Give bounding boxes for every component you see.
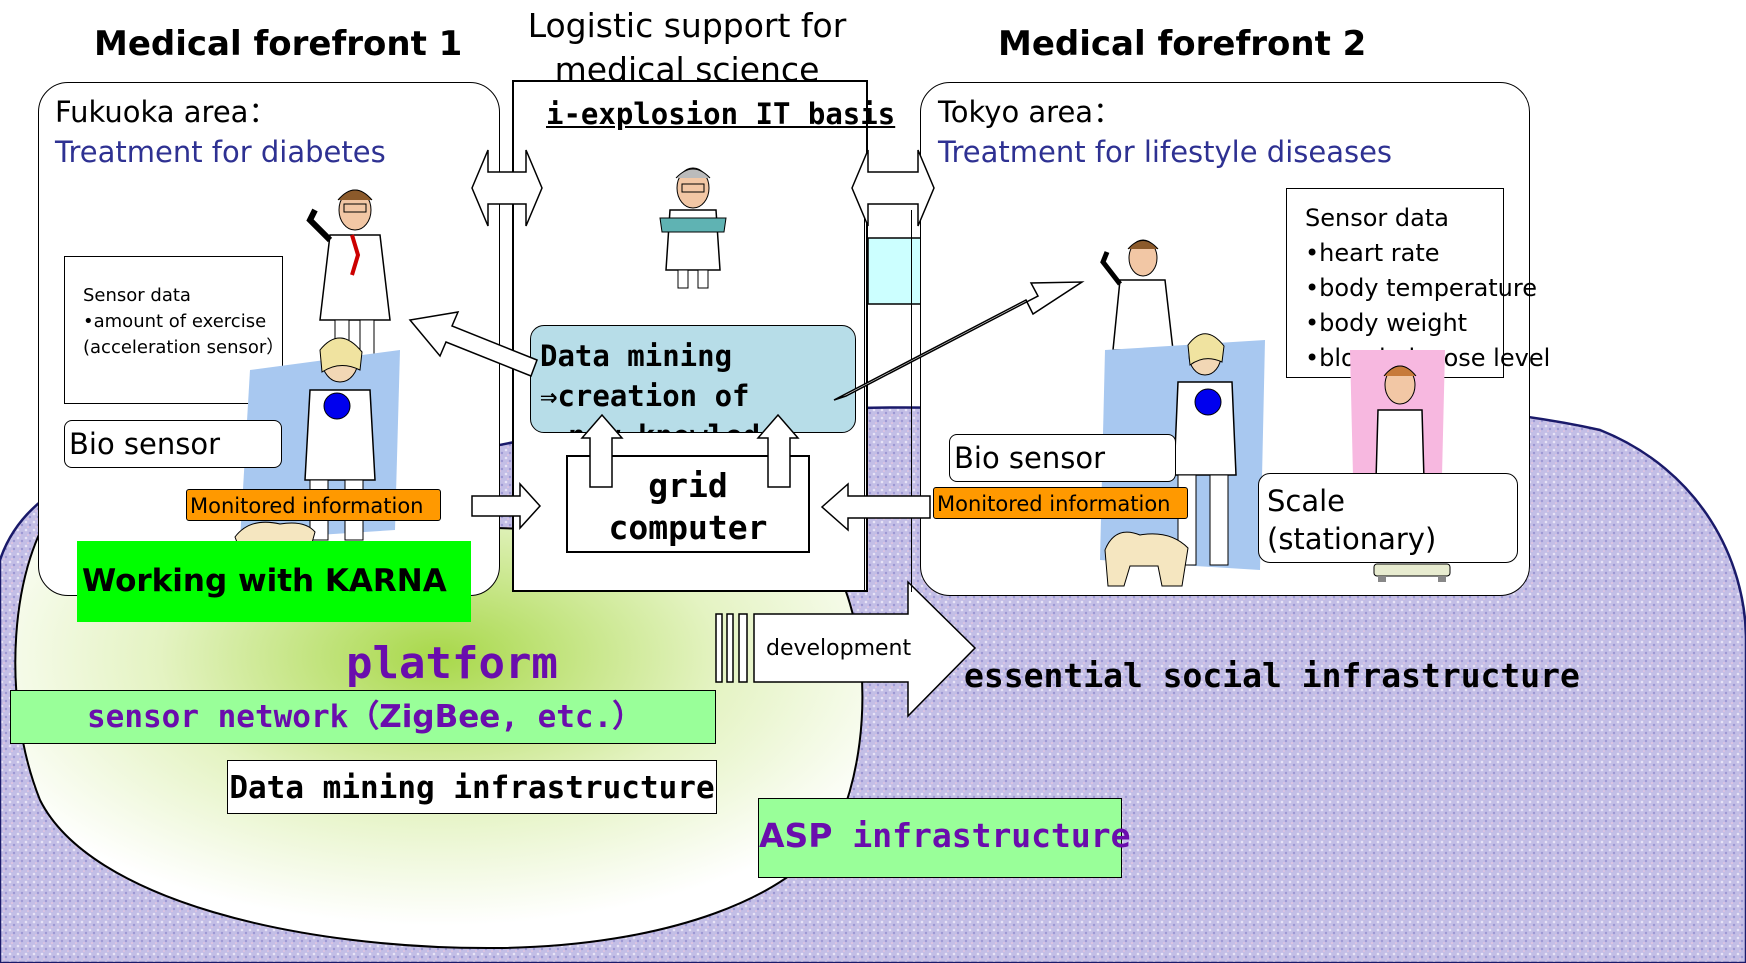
asp-infrastructure-box: ASP infrastructure — [758, 798, 1131, 878]
title-medical-forefront-2: Medical forefront 2 — [998, 24, 1367, 64]
sensor-network-box: sensor network（ZigBee, etc.） — [10, 690, 716, 744]
scale-icon — [1373, 563, 1451, 582]
professor-icon — [659, 167, 727, 289]
platform-label: platform — [346, 638, 558, 689]
left-sensor-item: •amount of exercise — [83, 311, 267, 332]
asp-text: ASP — [759, 816, 833, 855]
zigbee-text: ZigBee — [379, 699, 501, 735]
asp-infrastructure-text: infrastructure — [832, 816, 1131, 855]
left-sensor-data-box: Sensor data •amount of exercise (acceler… — [64, 256, 285, 404]
scale-line1: Scale — [1267, 484, 1346, 518]
sensor-network-text: sensor network（ — [87, 699, 380, 735]
title-logistic-support: Logistic support for medical science — [522, 4, 852, 92]
right-area-label: Tokyo area： — [938, 95, 1123, 129]
right-sensor-item: •body weight — [1305, 309, 1468, 337]
right-bio-sensor: Bio sensor — [949, 434, 1176, 482]
left-sensor-heading: Sensor data — [83, 285, 191, 306]
data-mining-line3: new knowledge — [540, 416, 855, 432]
title-medical-forefront-1: Medical forefront 1 — [94, 24, 463, 64]
right-area-text: Tokyo area： Treatment for lifestyle dise… — [938, 92, 1392, 172]
left-area-text: Fukuoka area： Treatment for diabetes — [55, 92, 386, 172]
data-mining-infrastructure-box: Data mining infrastructure — [227, 760, 717, 814]
data-mining-box: Data mining ⇒creation of new knowledge — [530, 325, 856, 433]
title-logistic-line1: Logistic support for — [527, 6, 847, 45]
essential-social-infrastructure: essential social infrastructure — [964, 656, 1580, 695]
right-sensor-heading: Sensor data — [1305, 204, 1449, 232]
left-bio-sensor: Bio sensor — [64, 420, 282, 468]
center-panel-strip — [864, 210, 912, 592]
dog-icon — [1104, 531, 1189, 587]
right-treatment-label: Treatment for lifestyle diseases — [938, 135, 1393, 169]
i-explosion-label: i-explosion IT basis — [546, 97, 896, 131]
left-sensor-item: (acceleration sensor） — [83, 337, 285, 358]
scale-line2: (stationary) — [1267, 522, 1437, 556]
data-mining-line1: Data mining — [540, 339, 733, 373]
grid-computer-line1: grid — [648, 466, 728, 505]
right-sensor-data-box: Sensor data •heart rate •body temperatur… — [1286, 188, 1550, 378]
left-area-label: Fukuoka area： — [55, 95, 278, 129]
scale-box: Scale (stationary) — [1258, 473, 1518, 563]
left-treatment-label: Treatment for diabetes — [55, 135, 386, 169]
development-label: development — [766, 636, 912, 661]
right-sensor-item: •body temperature — [1305, 274, 1537, 302]
left-monitored-info: Monitored information — [186, 489, 441, 521]
development-arrow — [715, 580, 977, 718]
right-sensor-item: •heart rate — [1305, 239, 1440, 267]
right-monitored-info: Monitored information — [933, 487, 1188, 519]
working-with-karna: Working with KARNA — [77, 541, 471, 622]
sensor-network-etc: , etc.） — [500, 699, 644, 735]
grid-computer-box: grid computer — [566, 455, 810, 553]
grid-computer-line2: computer — [608, 508, 768, 547]
data-mining-line2: ⇒creation of — [540, 379, 750, 413]
